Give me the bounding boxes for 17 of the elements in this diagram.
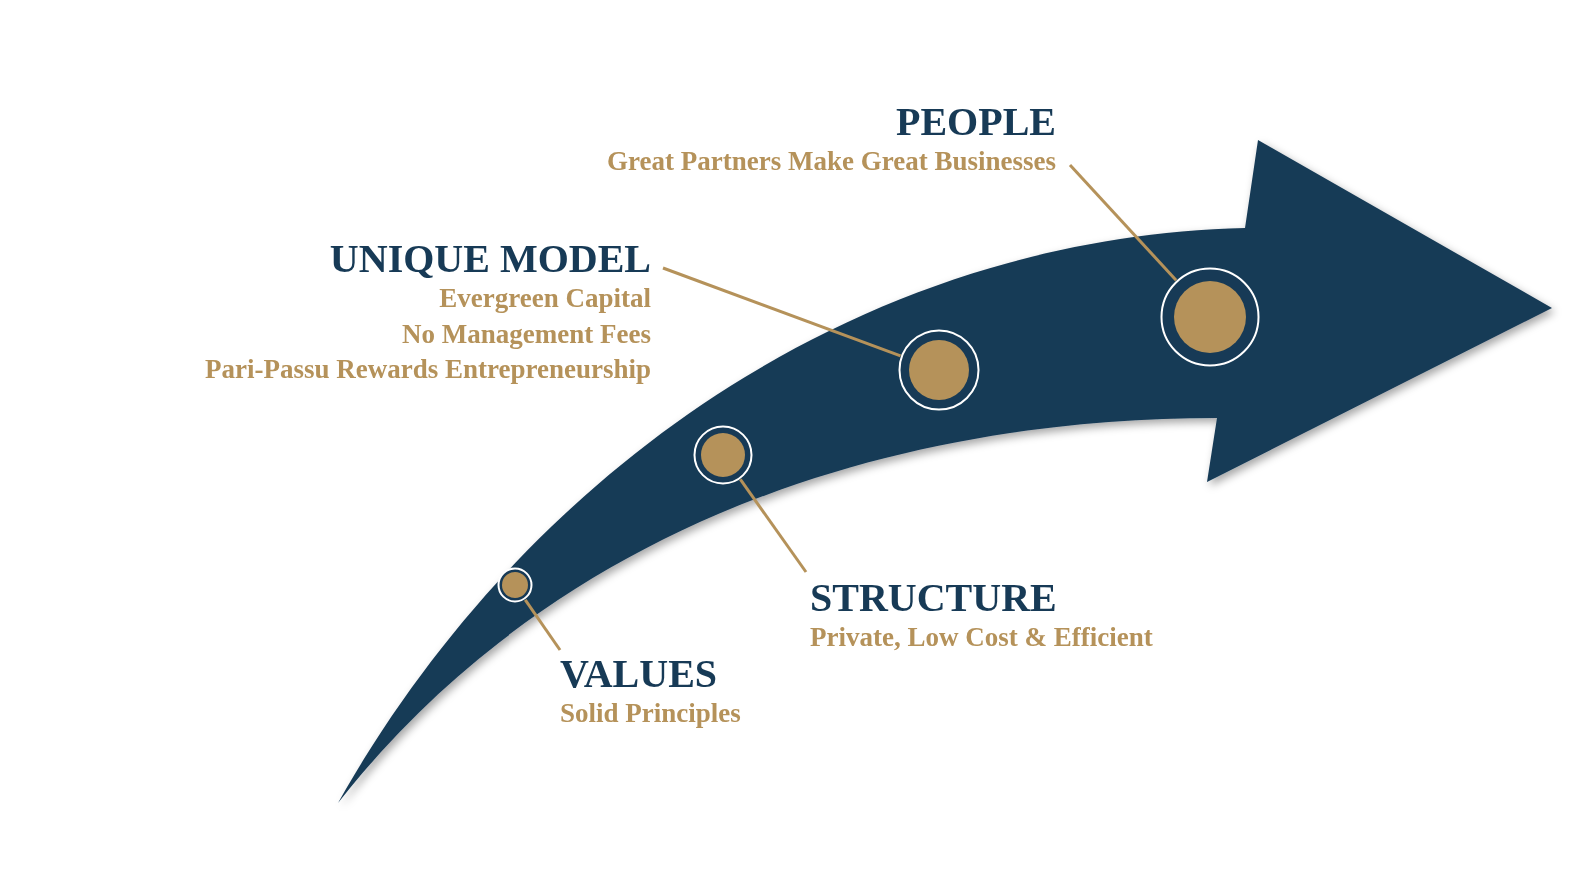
heading: STRUCTURE: [810, 576, 1057, 620]
leader-line: [1068, 164, 1178, 282]
circle-marker: [898, 329, 980, 411]
heading: PEOPLE: [895, 100, 1056, 144]
subtitle: Pari-Passu Rewards Entrepreneurship: [205, 353, 651, 387]
circle-marker: [1160, 267, 1260, 367]
heading: VALUES: [560, 652, 718, 696]
circle-marker: [497, 567, 533, 603]
circle-marker: [693, 425, 753, 485]
subtitle: No Management Fees: [402, 317, 651, 351]
leader-line: [524, 598, 562, 651]
subtitle: Solid Principles: [560, 697, 741, 730]
leader-line: [662, 266, 902, 358]
subtitle: Evergreen Capital: [439, 282, 651, 315]
subtitle: Great Partners Make Great Businesses: [607, 145, 1056, 178]
heading: UNIQUE MODEL: [329, 237, 651, 281]
subtitle: Private, Low Cost & Efficient: [810, 621, 1153, 654]
